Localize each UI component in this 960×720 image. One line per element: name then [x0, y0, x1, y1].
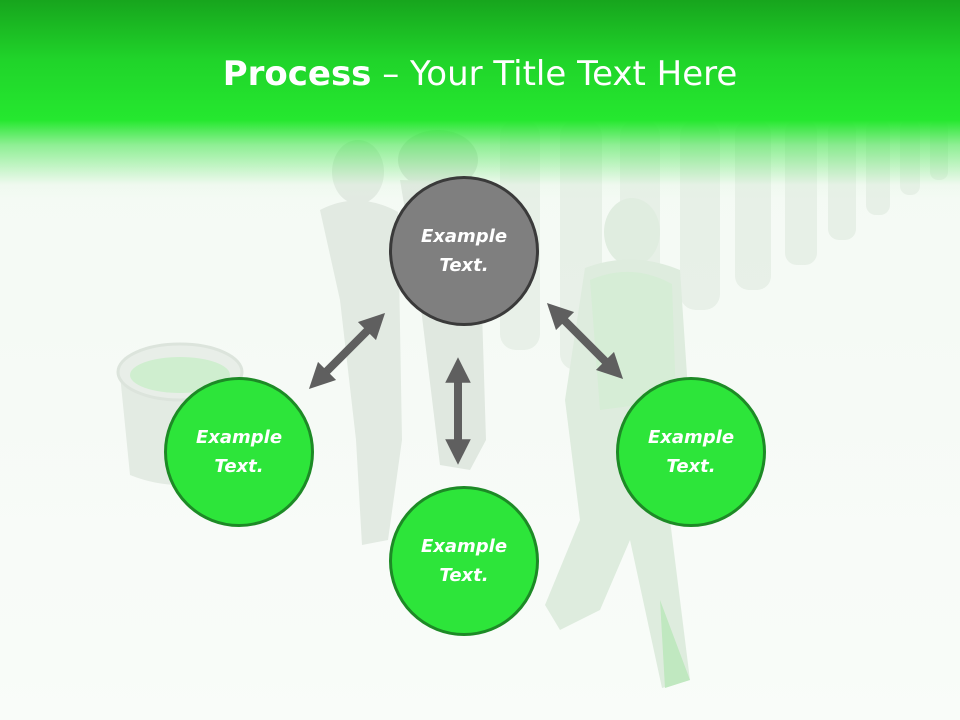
header-band — [0, 0, 960, 200]
node-right-text: Example Text. — [647, 427, 735, 477]
title-rest: – Your Title Text Here — [371, 54, 738, 94]
node-top[interactable]: Example Text. — [389, 176, 539, 326]
node-top-text: Example Text. — [420, 226, 508, 276]
node-right[interactable]: Example Text. — [616, 377, 766, 527]
slide-title: Process – Your Title Text Here — [0, 52, 960, 96]
node-left[interactable]: Example Text. — [164, 377, 314, 527]
node-bottom[interactable]: Example Text. — [389, 486, 539, 636]
node-left-text: Example Text. — [195, 427, 283, 477]
node-bottom-text: Example Text. — [420, 536, 508, 586]
title-bold: Process — [222, 54, 372, 94]
